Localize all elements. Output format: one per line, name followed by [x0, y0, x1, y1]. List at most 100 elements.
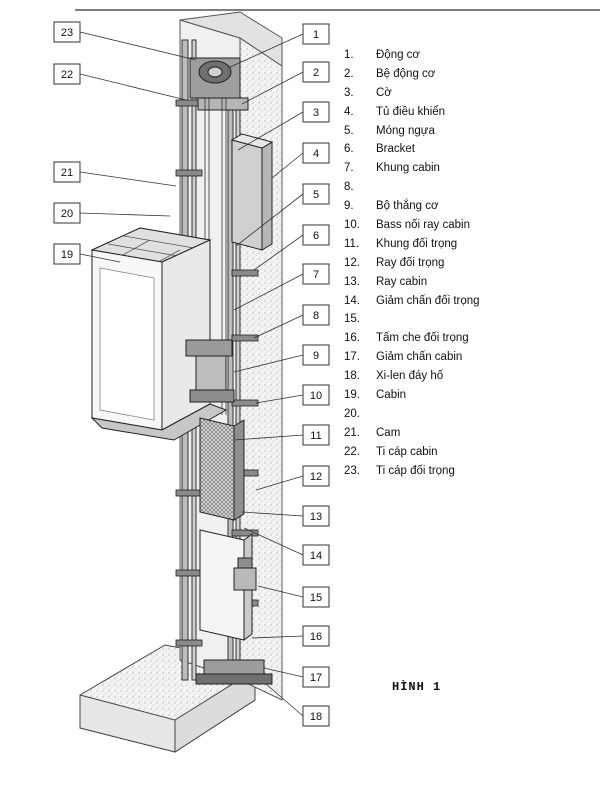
legend-item-text: Tủ điều khiển: [376, 105, 446, 118]
legend-item-text: Bộ thắng cơ: [376, 200, 439, 213]
legend-item-text: Khung cabin: [376, 162, 440, 175]
callout-7-label: 7: [313, 269, 319, 281]
callout-16: 16: [251, 625, 330, 647]
legend-item-number: 4.: [344, 105, 354, 118]
legend-item: 16. Tấm che đối trọng: [344, 329, 594, 348]
callout-11: 11: [233, 424, 330, 446]
legend-item-number: 15.: [344, 313, 360, 326]
legend-item-text: Móng ngựa: [376, 124, 435, 137]
legend-item-text: Bracket: [376, 143, 415, 156]
legend-item: 21. Cam: [344, 424, 594, 443]
counterweight: [199, 417, 245, 521]
callout-8-label: 8: [313, 310, 319, 322]
legend-item: 19.Cabin: [344, 386, 594, 405]
callout-4: 4: [271, 142, 330, 179]
callout-3-label: 3: [313, 107, 319, 119]
callout-4-label: 4: [313, 148, 319, 160]
callout-12-label: 12: [310, 471, 322, 483]
legend-item: 15.: [344, 310, 594, 329]
legend-item-number: 10.: [344, 219, 360, 232]
legend-item: 13. Ray cabin: [344, 273, 594, 292]
crosshead-brake: [185, 339, 235, 403]
legend-item: 6. Bracket: [344, 140, 594, 159]
legend-item-text: Ray đối trọng: [376, 256, 445, 269]
legend-item-text: Giảm chấn cabin: [376, 351, 463, 364]
callout-18-label: 18: [310, 711, 322, 723]
callout-1-label: 1: [313, 29, 319, 41]
legend-item-number: 21.: [344, 426, 360, 439]
legend-item: 14. Giảm chấn đối trọng: [344, 292, 594, 311]
callout-6: 6: [253, 224, 330, 271]
callout-5-label: 5: [313, 189, 319, 201]
legend-item: 18. Xi-len đáy hố: [344, 367, 594, 386]
callout-17: 17: [263, 666, 330, 688]
callout-6-label: 6: [313, 230, 319, 242]
callout-19: 19: [53, 243, 121, 265]
legend-item: 22. Ti cáp cabin: [344, 443, 594, 462]
figure-label: HÌNH 1: [392, 680, 442, 694]
legend-item-number: 6.: [344, 143, 354, 156]
legend-item-number: 22.: [344, 445, 360, 458]
legend-item-number: 1.: [344, 49, 354, 61]
legend-item-number: 11.: [344, 237, 360, 250]
legend-item: 10. Bass nối ray cabin: [344, 216, 594, 235]
legend-item: 7.Khung cabin: [344, 159, 594, 178]
legend-item: 11.Khung đối trọng: [344, 235, 594, 254]
legend-item-number: 16.: [344, 332, 360, 345]
callout-17-label: 17: [310, 672, 322, 684]
legend-item-number: 9.: [344, 200, 354, 213]
legend-item-number: 17.: [344, 351, 360, 364]
legend-item-text: Cam: [376, 426, 401, 439]
callout-20: 20: [53, 202, 171, 224]
legend-item-number: 13.: [344, 275, 360, 288]
legend-item-number: 23.: [344, 464, 360, 477]
legend-item: 2. Bệ động cơ: [344, 65, 594, 84]
callout-2: 2: [241, 61, 330, 105]
legend-item-number: 2.: [344, 67, 354, 80]
legend-item-number: 18.: [344, 370, 360, 383]
callout-14: 14: [243, 527, 330, 566]
legend-item: 4. Tủ điều khiển: [344, 103, 594, 122]
callout-3: 3: [237, 101, 330, 151]
callout-7: 7: [233, 263, 330, 311]
callout-20-label: 20: [61, 208, 73, 220]
callout-9: 9: [233, 344, 330, 373]
legend-item: 3.Cờ: [344, 84, 594, 103]
parts-legend: 1. Động cơ 2. Bệ động cơ 3.Cờ 4. Tủ điều khiển…: [344, 46, 594, 480]
legend-item: 17. Giảm chấn cabin: [344, 348, 594, 367]
legend-item-text: Bass nối ray cabin: [376, 219, 470, 232]
legend-item-text: Ray cabin: [376, 275, 428, 288]
legend-item: 8.: [344, 178, 594, 197]
callout-22-label: 22: [61, 69, 73, 81]
legend-item-text: Bệ động cơ: [376, 67, 436, 80]
callout-9-label: 9: [313, 350, 319, 362]
pit-buffers: [195, 557, 273, 685]
callout-12: 12: [255, 465, 330, 491]
legend-item-number: 14.: [344, 294, 360, 307]
legend-item-text: Giảm chấn đối trọng: [376, 294, 480, 307]
legend-item-number: 12.: [344, 256, 360, 269]
callout-15-label: 15: [310, 592, 322, 604]
callout-10: 10: [255, 384, 330, 406]
legend-item-text: Tấm che đối trọng: [376, 332, 469, 345]
cabin-frame: [90, 227, 228, 441]
legend-item: 20.: [344, 405, 594, 424]
legend-item-text: Cờ: [376, 86, 392, 99]
legend-item: 23. Ti cáp đối trọng: [344, 462, 594, 481]
legend-item-text: Động cơ: [376, 49, 420, 61]
legend-item-text: Xi-len đáy hố: [376, 370, 444, 383]
legend-item-text: Ti cáp cabin: [376, 445, 438, 458]
callout-15: 15: [257, 585, 330, 608]
callout-18: 18: [265, 683, 330, 727]
legend-item: 12. Ray đối trọng: [344, 254, 594, 273]
legend-item-text: Ti cáp đối trọng: [376, 464, 455, 477]
callout-13: 13: [241, 505, 330, 527]
callout-22: 22: [53, 63, 187, 101]
callout-23-label: 23: [61, 27, 73, 39]
legend-item-number: 19.: [344, 389, 360, 402]
legend-item-number: 20.: [344, 407, 360, 420]
motor-assembly: [189, 57, 249, 111]
legend-item-number: 8.: [344, 181, 354, 194]
callout-1: 1: [227, 23, 330, 69]
